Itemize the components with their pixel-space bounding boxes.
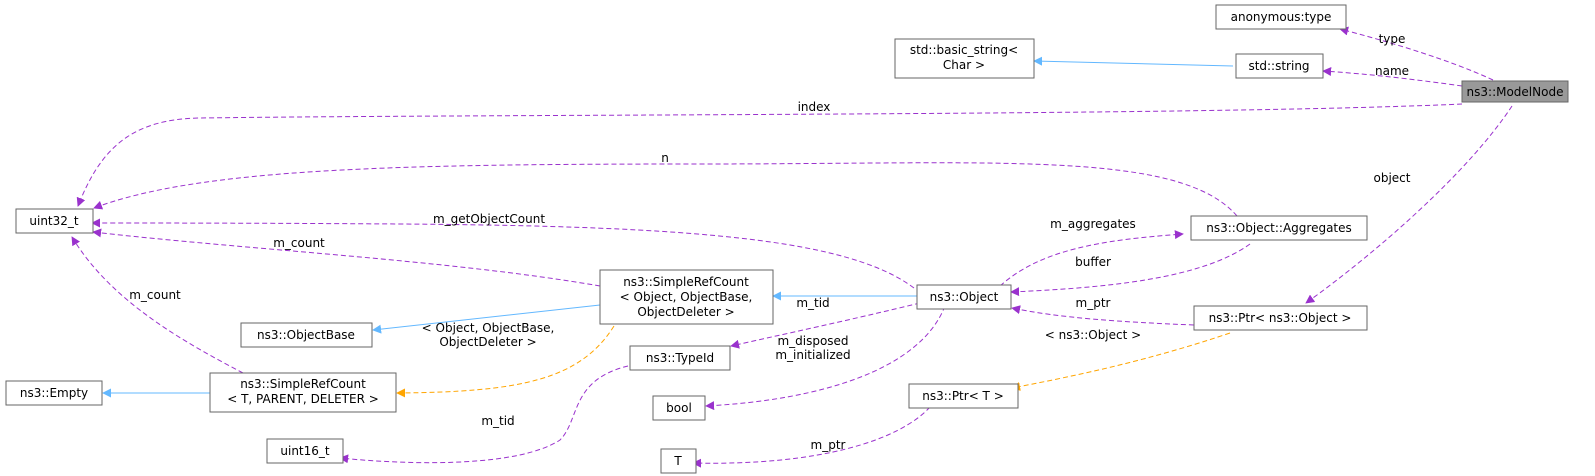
node-basic-string-label-2: Char > bbox=[943, 58, 985, 72]
edge-n bbox=[93, 162, 1238, 217]
edge-label-n: n bbox=[661, 151, 669, 165]
edge-label-m-getobjectcount: m_getObjectCount bbox=[433, 212, 545, 226]
node-objectbase-label: ns3::ObjectBase bbox=[257, 328, 355, 342]
edge-label-m-initialized: m_initialized bbox=[775, 348, 850, 362]
edge-m-tid-typeid bbox=[339, 365, 629, 464]
node-aggregates[interactable]: ns3::Object::Aggregates bbox=[1190, 215, 1368, 241]
node-simplerefcount-object-label-3: ObjectDeleter > bbox=[637, 305, 734, 319]
edge-m-count-object bbox=[92, 228, 601, 287]
node-typeid-label: ns3::TypeId bbox=[646, 351, 714, 365]
node-modelnode-label: ns3::ModelNode bbox=[1467, 85, 1564, 99]
edge-label-index: index bbox=[798, 100, 831, 114]
edge-label-m-ptr-object: m_ptr bbox=[1076, 296, 1111, 310]
edge-label-object: object bbox=[1374, 171, 1411, 185]
node-uint16[interactable]: uint16_t bbox=[266, 438, 344, 464]
node-anonymous-type-label: anonymous:type bbox=[1231, 10, 1332, 24]
edge-buffer bbox=[1010, 243, 1251, 297]
node-uint32[interactable]: uint32_t bbox=[15, 208, 94, 234]
node-std-string-label: std::string bbox=[1248, 59, 1309, 73]
edge-label-m-tid-object: m_tid bbox=[796, 296, 829, 310]
node-modelnode[interactable]: ns3::ModelNode bbox=[1461, 80, 1569, 103]
node-simplerefcount-t-label-1: ns3::SimpleRefCount bbox=[240, 377, 366, 391]
edge-label-name: name bbox=[1375, 64, 1409, 78]
node-empty[interactable]: ns3::Empty bbox=[5, 380, 103, 406]
edge-label-m-tid-typeid: m_tid bbox=[481, 414, 514, 428]
node-bool-label: bool bbox=[666, 401, 692, 415]
edge-m-tid-object bbox=[730, 302, 921, 349]
node-aggregates-label: ns3::Object::Aggregates bbox=[1206, 221, 1352, 235]
node-objectbase[interactable]: ns3::ObjectBase bbox=[240, 322, 373, 348]
node-empty-label: ns3::Empty bbox=[20, 386, 88, 400]
node-simplerefcount-object-label-2: < Object, ObjectBase, bbox=[620, 290, 753, 304]
edge-object bbox=[1305, 105, 1513, 304]
edge-type bbox=[1339, 26, 1494, 81]
edge-label-buffer: buffer bbox=[1075, 255, 1111, 269]
edge-label-m-count-object: m_count bbox=[273, 236, 325, 250]
edge-m-aggregates bbox=[999, 230, 1184, 287]
edge-m-disposed bbox=[705, 305, 946, 411]
edge-string-inherits bbox=[1033, 56, 1234, 67]
node-simplerefcount-t[interactable]: ns3::SimpleRefCount < T, PARENT, DELETER… bbox=[209, 372, 397, 413]
node-uint32-label: uint32_t bbox=[29, 214, 79, 228]
edge-name bbox=[1322, 67, 1463, 87]
node-t[interactable]: T bbox=[660, 448, 697, 474]
node-typeid[interactable]: ns3::TypeId bbox=[629, 345, 731, 371]
node-uint16-label: uint16_t bbox=[280, 444, 330, 458]
edge-label-m-disposed: m_disposed bbox=[777, 334, 848, 348]
node-object-label: ns3::Object bbox=[930, 290, 999, 304]
edges bbox=[71, 26, 1513, 468]
node-std-string[interactable]: std::string bbox=[1235, 53, 1324, 79]
edge-m-count-t bbox=[71, 236, 244, 374]
node-basic-string[interactable]: std::basic_string< Char > bbox=[894, 38, 1035, 79]
edge-index bbox=[76, 103, 1463, 207]
node-t-label: T bbox=[673, 454, 682, 468]
node-simplerefcount-object-label-1: ns3::SimpleRefCount bbox=[623, 275, 749, 289]
node-bool[interactable]: bool bbox=[652, 395, 706, 421]
edge-m-ptr-object bbox=[1011, 305, 1195, 326]
node-basic-string-label-1: std::basic_string< bbox=[910, 43, 1018, 57]
node-simplerefcount-t-label-2: < T, PARENT, DELETER > bbox=[227, 392, 379, 406]
edge-label-template-simplerefcount-2: ObjectDeleter > bbox=[439, 335, 536, 349]
node-simplerefcount-object[interactable]: ns3::SimpleRefCount < Object, ObjectBase… bbox=[599, 269, 774, 325]
node-object[interactable]: ns3::Object bbox=[916, 284, 1012, 310]
node-ptr-t[interactable]: ns3::Ptr< T > bbox=[908, 383, 1019, 409]
edge-label-template-ptr: < ns3::Object > bbox=[1045, 328, 1141, 342]
node-ptr-t-label: ns3::Ptr< T > bbox=[922, 389, 1004, 403]
edge-label-type: type bbox=[1379, 32, 1406, 46]
edge-label-m-ptr-t: m_ptr bbox=[811, 438, 846, 452]
edge-m-ptr-t bbox=[692, 406, 931, 468]
edge-template-simplerefcount bbox=[396, 325, 615, 398]
edge-m-getobjectcount bbox=[91, 218, 915, 289]
edge-label-m-aggregates: m_aggregates bbox=[1050, 217, 1136, 231]
node-anonymous-type[interactable]: anonymous:type bbox=[1215, 4, 1347, 30]
edge-label-template-simplerefcount-1: < Object, ObjectBase, bbox=[422, 321, 555, 335]
edge-label-m-count-t: m_count bbox=[129, 288, 181, 302]
edge-simplerefcount-inherits bbox=[372, 304, 601, 334]
node-ptr-object-label: ns3::Ptr< ns3::Object > bbox=[1209, 311, 1352, 325]
nodes: ns3::ModelNode anonymous:type std::strin… bbox=[5, 4, 1569, 474]
node-ptr-object[interactable]: ns3::Ptr< ns3::Object > bbox=[1193, 305, 1368, 331]
edge-labels: type name index object n m_getObjectCoun… bbox=[129, 32, 1411, 452]
